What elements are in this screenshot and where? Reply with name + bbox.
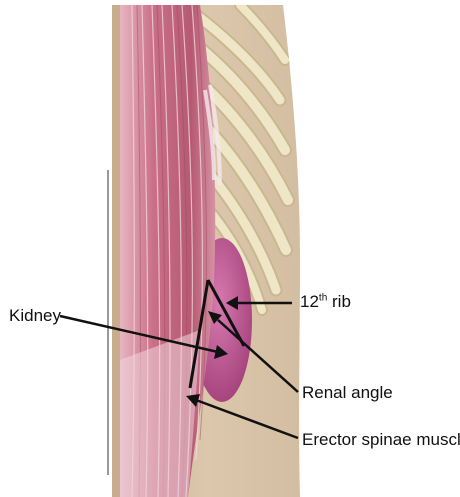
renal-angle-label-text: Renal angle	[302, 383, 393, 402]
erector-spinae-label: Erector spinae muscle	[302, 430, 460, 450]
erector-spinae-muscle	[120, 5, 215, 497]
erector-spinae-label-text: Erector spinae muscle	[302, 430, 460, 449]
rib-label-suffix: th	[319, 292, 327, 303]
rib-label: 12th rib	[300, 292, 351, 312]
rib-label-word: rib	[332, 292, 351, 311]
kidney-label-text: Kidney	[9, 306, 61, 325]
kidney-label: Kidney	[9, 306, 61, 326]
renal-angle-label: Renal angle	[302, 383, 393, 403]
rib-label-number: 12	[300, 292, 319, 311]
